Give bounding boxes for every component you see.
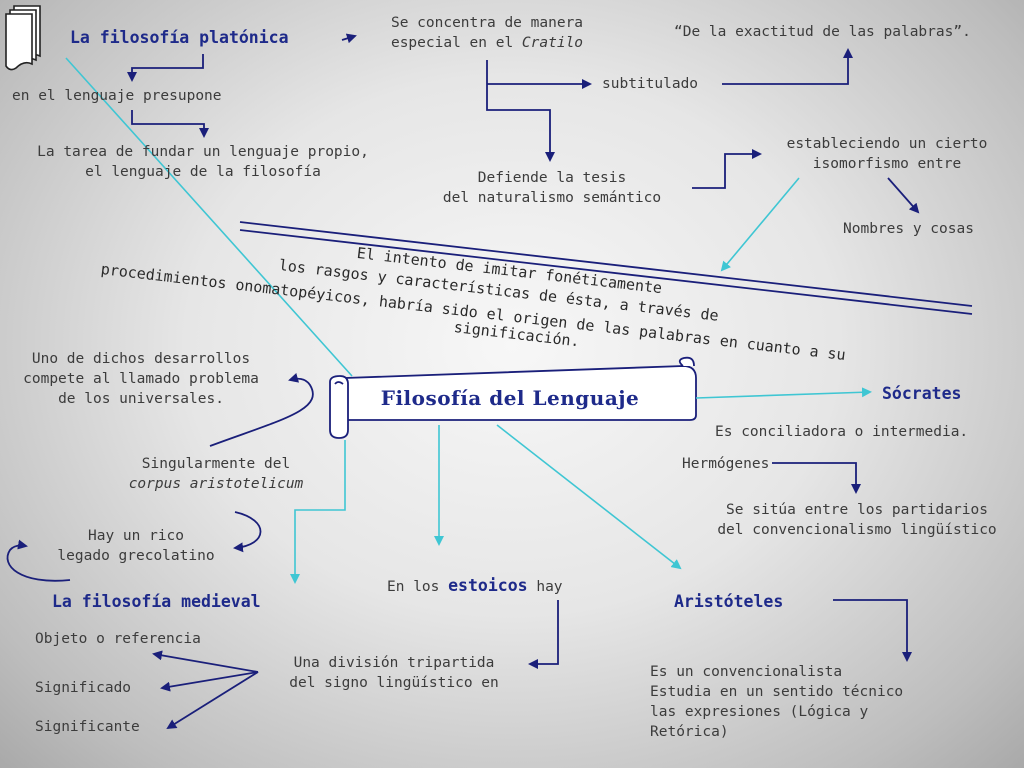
node-tarea: La tarea de fundar un lenguaje propio, e… (6, 142, 400, 182)
node-convencionalista: Es un convencionalista Estudia en un sen… (650, 662, 903, 742)
node-filosofia-medieval: La filosofía medieval (52, 592, 261, 611)
node-defiende-line-1: Defiende la tesis (477, 170, 627, 186)
node-defiende: Defiende la tesis del naturalismo semánt… (412, 168, 692, 208)
node-concentra-line-1: Se concentra de manera (390, 15, 584, 31)
node-estoicos-post: hay (536, 579, 563, 595)
node-nombres-cosas: Nombres y cosas (843, 221, 974, 237)
node-division-line-1: Una división tripartida (293, 655, 495, 671)
node-defiende-line-2: del naturalismo semántico (442, 190, 662, 206)
node-objeto: Objeto o referencia (35, 631, 201, 647)
node-subtitulado: subtitulado (602, 76, 699, 92)
node-singular-line-1: Singularmente del (141, 456, 291, 472)
node-convencionalista-line-3: las expresiones (Lógica y (650, 704, 869, 720)
node-socrates: Sócrates (882, 384, 962, 403)
node-convencionalista-line-1: Es un convencionalista (650, 664, 843, 680)
node-legado: Hay un rico legado grecolatino (36, 526, 236, 566)
node-significante: Significante (35, 719, 140, 735)
node-estableciendo-line-1: estableciendo un cierto (786, 136, 988, 152)
node-estableciendo: estableciendo un cierto isomorfismo entr… (762, 134, 1012, 174)
node-cratilo: Cratilo (521, 35, 584, 51)
node-concentra: Se concentra de manera especial en el Cr… (360, 13, 614, 53)
node-universales-line-1: Uno de dichos desarrollos (31, 351, 251, 367)
node-corpus: corpus aristotelicum (128, 476, 304, 492)
node-division: Una división tripartida del signo lingüí… (262, 653, 526, 693)
node-legado-line-1: Hay un rico (87, 528, 185, 544)
documents-icon (5, 5, 41, 71)
node-universales: Uno de dichos desarrollos compete al lla… (0, 349, 282, 409)
node-significado: Significado (35, 680, 132, 696)
node-aristoteles: Aristóteles (674, 592, 784, 611)
node-situa-line-2: del convencionalismo lingüístico (717, 522, 997, 538)
node-singular: Singularmente del corpus aristotelicum (100, 454, 332, 494)
scroll-banner-icon (329, 356, 697, 439)
node-legado-line-2: legado grecolatino (57, 548, 215, 564)
node-universales-line-3: de los universales. (58, 391, 224, 407)
node-division-line-2: del signo lingüístico en (289, 675, 499, 691)
node-exactitud: “De la exactitud de las palabras”. (674, 24, 971, 40)
node-estoicos-pre: En los (387, 579, 440, 595)
node-situa: Se sitúa entre los partidarios del conve… (690, 500, 1024, 540)
node-convencionalista-line-2: Estudia en un sentido técnico (650, 684, 904, 700)
node-estoicos: En los estoicos hay (387, 576, 563, 597)
node-estoicos-name: estoicos (448, 576, 528, 595)
node-universales-line-2: compete al llamado problema (23, 371, 259, 387)
node-concentra-line-2: especial en el (390, 35, 514, 51)
node-conciliadora: Es conciliadora o intermedia. (715, 424, 969, 440)
node-tarea-line-1: La tarea de fundar un lenguaje propio, (37, 144, 369, 160)
node-situa-line-1: Se sitúa entre los partidarios (726, 502, 988, 518)
central-title: Filosofía del Lenguaje (380, 386, 640, 410)
node-presupone: en el lenguaje presupone (12, 88, 222, 104)
node-filosofia-platonica: La filosofía platónica (70, 28, 289, 47)
node-convencionalista-line-4: Retórica) (650, 724, 729, 740)
node-estableciendo-line-2: isomorfismo entre (812, 156, 962, 172)
node-tarea-line-2: el lenguaje de la filosofía (85, 164, 321, 180)
node-hermogenes: Hermógenes (682, 456, 770, 472)
